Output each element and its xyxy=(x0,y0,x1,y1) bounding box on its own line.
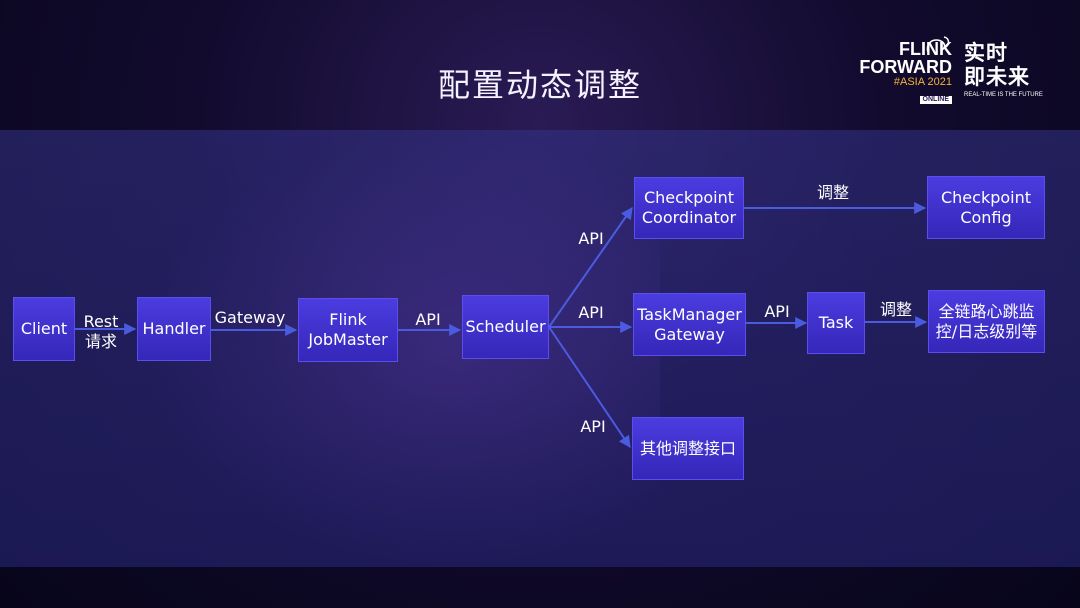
edge-label-rest: Rest 请求 xyxy=(83,312,119,351)
logo-chinese: 实时 即未来 REAL-TIME IS THE FUTURE xyxy=(964,42,1043,100)
node-checkpoint-config: Checkpoint Config xyxy=(927,176,1045,239)
logo-line-3: #ASIA 2021 xyxy=(893,76,952,88)
node-heartbeat-log: 全链路心跳监 控/日志级别等 xyxy=(928,290,1045,353)
node-scheduler: Scheduler xyxy=(462,295,549,359)
slide-title: 配置动态调整 xyxy=(437,66,642,104)
edge-label-api-taskmanager: API xyxy=(578,303,604,322)
squirrel-icon xyxy=(924,36,952,53)
node-jobmaster: Flink JobMaster xyxy=(298,298,398,362)
edge-scheduler-checkpoint xyxy=(548,207,633,328)
edge-scheduler-other xyxy=(548,326,631,448)
logo-online-badge: ONLINE xyxy=(919,96,952,104)
logo-cn-line-2: 即未来 xyxy=(964,66,1030,89)
edge-label-api-task: API xyxy=(764,302,790,321)
edge-label-adjust-task: 调整 xyxy=(879,300,912,319)
logo-tagline: REAL-TIME IS THE FUTURE xyxy=(964,92,1043,98)
node-task: Task xyxy=(807,292,865,354)
node-checkpoint-coordinator: Checkpoint Coordinator xyxy=(634,177,744,239)
node-handler: Handler xyxy=(137,297,211,361)
edge-label-api-other: API xyxy=(580,417,606,436)
edge-label-api-jobmaster: API xyxy=(415,310,441,329)
logo-wordmark: FLINK FORWARD #ASIA 2021 ONLINE xyxy=(852,40,952,106)
edge-label-gateway: Gateway xyxy=(214,308,286,327)
flink-forward-logo: FLINK FORWARD #ASIA 2021 ONLINE 实时 即未来 R… xyxy=(852,36,1052,110)
node-other-interfaces: 其他调整接口 xyxy=(632,417,744,480)
edge-label-adjust-checkpoint: 调整 xyxy=(816,183,849,202)
edge-label-api-checkpoint: API xyxy=(578,229,604,248)
logo-cn-line-1: 实时 xyxy=(964,42,1008,65)
logo-line-1: FLINK xyxy=(899,39,952,59)
node-taskmanager-gateway: TaskManager Gateway xyxy=(633,293,746,356)
node-client: Client xyxy=(13,297,75,361)
logo-line-2: FORWARD xyxy=(859,57,952,77)
